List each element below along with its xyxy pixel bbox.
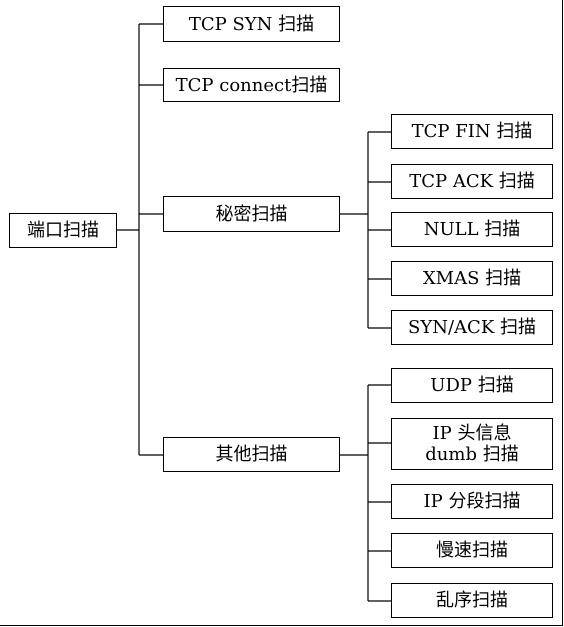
leaf-label: TCP ACK 扫描 — [409, 171, 535, 192]
leaf-syn-ack: SYN/ACK 扫描 — [391, 310, 553, 345]
leaf-label: SYN/ACK 扫描 — [408, 317, 536, 338]
leaf-label: NULL 扫描 — [423, 219, 521, 240]
leaf-xmas: XMAS 扫描 — [391, 261, 553, 296]
leaf-slow-scan: 慢速扫描 — [391, 533, 553, 568]
branch-label: TCP connect扫描 — [175, 74, 328, 96]
branch-label: 其他扫描 — [215, 444, 288, 465]
branch-tcp-connect: TCP connect扫描 — [163, 68, 340, 102]
leaf-label: XMAS 扫描 — [422, 268, 522, 289]
branch-label: TCP SYN 扫描 — [188, 13, 315, 35]
branch-tcp-syn: TCP SYN 扫描 — [163, 6, 340, 42]
root-node: 端口扫描 — [9, 213, 117, 248]
leaf-label-line1: IP 头信息 — [432, 423, 512, 444]
branch-label: 秘密扫描 — [215, 203, 288, 225]
leaf-label-line2: dumb 扫描 — [425, 444, 519, 465]
leaf-label: TCP FIN 扫描 — [411, 121, 533, 142]
leaf-tcp-fin: TCP FIN 扫描 — [391, 114, 553, 149]
leaf-udp: UDP 扫描 — [391, 368, 553, 403]
leaf-null: NULL 扫描 — [391, 212, 553, 247]
root-label: 端口扫描 — [27, 220, 99, 241]
leaf-label: 乱序扫描 — [436, 590, 508, 611]
leaf-ip-header-dumb: IP 头信息 dumb 扫描 — [391, 418, 553, 470]
leaf-ip-fragment: IP 分段扫描 — [391, 484, 553, 519]
leaf-label: IP 分段扫描 — [423, 491, 521, 512]
leaf-label: UDP 扫描 — [430, 375, 514, 396]
leaf-label: 慢速扫描 — [436, 540, 508, 561]
leaf-random-order-scan: 乱序扫描 — [391, 583, 553, 618]
leaf-tcp-ack: TCP ACK 扫描 — [391, 164, 553, 199]
branch-other-scan: 其他扫描 — [163, 437, 340, 472]
branch-stealth-scan: 秘密扫描 — [163, 196, 340, 232]
